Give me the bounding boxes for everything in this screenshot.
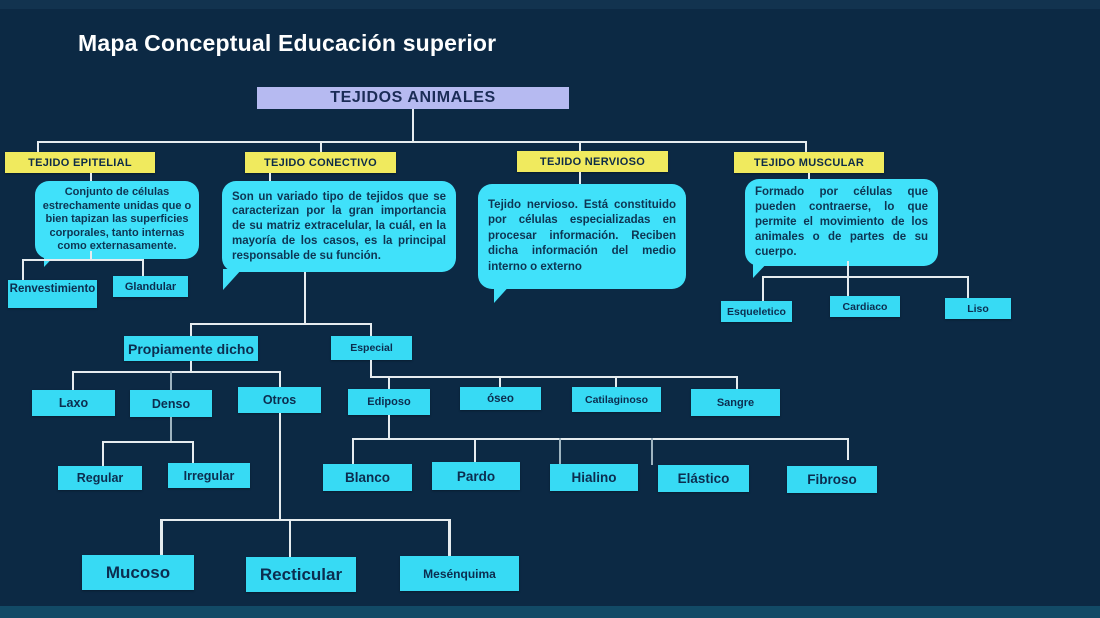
bubble-conectivo-description: Son un variado tipo de tejidos que se ca… [222,181,456,272]
node-mesenquima: Mesénquima [400,556,519,591]
connector [388,376,390,389]
node-denso: Denso [130,390,212,417]
node-mucoso: Mucoso [82,555,194,590]
connector [160,519,163,555]
node-fibroso: Fibroso [787,466,877,493]
node-renvestimiento: Renvestimiento [8,280,97,308]
node-catilaginoso: Catilaginoso [572,387,661,412]
connector [90,251,92,260]
connector [304,272,306,325]
connector [736,376,738,389]
connector [651,438,653,465]
bubble-tail-icon [223,269,242,290]
connector [967,276,969,299]
connector [170,371,172,390]
node-cardiaco: Cardiaco [830,296,900,317]
node-esqueletico: Esqueletico [721,301,792,322]
connector [559,438,561,464]
node-pardo: Pardo [432,462,520,490]
node-elastico: Elástico [658,465,749,492]
connector [170,417,172,443]
bubble-conectivo-text: Son un variado tipo de tejidos que se ca… [232,190,446,262]
bubble-muscular-text: Formado por células que pueden contraers… [755,186,928,258]
connector [190,323,372,325]
node-liso: Liso [945,298,1011,319]
connector [320,141,322,153]
header-tejido-epitelial: TEJIDO EPITELIAL [5,152,155,173]
connector [352,438,354,464]
connector [37,141,39,153]
node-irregular: Irregular [168,463,250,488]
connector [615,376,617,387]
bubble-tail-icon [494,283,512,303]
connector [762,276,969,278]
connector [808,173,810,180]
header-tejido-nervioso: TEJIDO NERVIOSO [517,151,668,172]
connector [22,259,144,261]
node-hialino: Hialino [550,464,638,491]
connector [370,360,372,378]
connector [499,376,501,387]
connector [102,441,104,466]
node-ediposo: Ediposo [348,389,430,415]
node-recticular: Recticular [246,557,356,592]
bubble-epitelial-text: Conjunto de células estrechamente unidas… [42,186,192,253]
connector [190,361,192,373]
bubble-nervioso-text: Tejido nervioso. Está constituido por cé… [488,198,676,273]
connector [269,173,271,182]
connector [847,438,849,460]
connector [448,519,451,556]
root-node-tejidos-animales: TEJIDOS ANIMALES [257,87,569,109]
connector [90,173,92,182]
connector [847,261,849,278]
connector [370,376,738,378]
header-tejido-conectivo: TEJIDO CONECTIVO [245,152,396,173]
connector [37,141,807,143]
connector [192,441,194,463]
bottom-border-strip [0,606,1100,618]
node-propiamente-dicho: Propiamente dicho [124,336,258,361]
connector [289,519,291,557]
connector [22,259,24,281]
connector [352,438,849,440]
node-regular: Regular [58,466,142,490]
connector [847,276,849,297]
connector [388,415,390,440]
connector [579,141,581,152]
connector [474,438,476,462]
connector [279,413,281,521]
node-blanco: Blanco [323,464,412,491]
bubble-tail-icon [753,260,770,278]
bubble-epitelial-description: Conjunto de células estrechamente unidas… [35,181,199,259]
node-especial: Especial [331,336,412,360]
node-laxo: Laxo [32,390,115,416]
connector [102,441,194,443]
bubble-tail-icon [44,249,61,267]
bubble-muscular-description: Formado por células que pueden contraers… [745,179,938,266]
connector [412,109,414,142]
connector [72,371,74,390]
node-oseo: óseo [460,387,541,410]
connector [279,371,281,387]
connector [370,323,372,336]
connector [579,172,581,185]
header-tejido-muscular: TEJIDO MUSCULAR [734,152,884,173]
connector [805,141,807,153]
top-border-strip [0,0,1100,9]
connector [190,323,192,336]
node-glandular: Glandular [113,276,188,297]
connector [142,259,144,277]
connector [72,371,281,373]
node-sangre: Sangre [691,389,780,416]
bubble-nervioso-description: Tejido nervioso. Está constituido por cé… [478,184,686,289]
node-otros: Otros [238,387,321,413]
connector [160,519,450,521]
page-title: Mapa Conceptual Educación superior [78,30,497,56]
connector [762,276,764,302]
